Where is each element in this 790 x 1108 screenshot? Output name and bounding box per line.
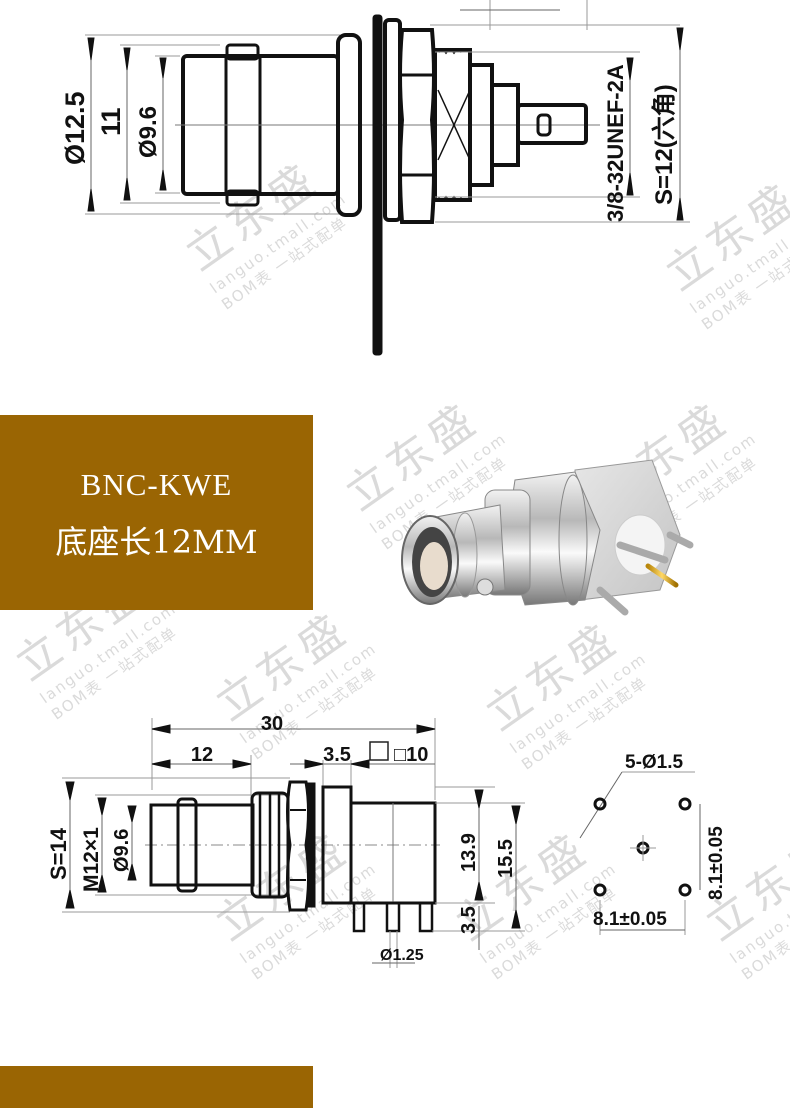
dim-thread-m12: M12×1 xyxy=(80,827,103,892)
next-section-banner xyxy=(0,1066,313,1108)
product-spec: 底座长12MM xyxy=(55,523,258,561)
footprint-holes: 5-Ø1.5 xyxy=(625,752,684,773)
pcb-footprint xyxy=(579,771,701,935)
dim-pin-dia: Ø1.25 xyxy=(380,947,424,964)
dim-front-length: 12 xyxy=(191,744,213,766)
dim-dia-9-6-bottom: Ø9.6 xyxy=(111,829,133,872)
dim-height-11: 11 xyxy=(96,107,126,136)
top-technical-drawing: Ø12.5 11 Ø9.6 3/8-32UNEF-2A S=12(六角) xyxy=(60,0,690,356)
dim-body-height: 13.9 xyxy=(458,833,480,872)
footprint-spacing-h: 8.1±0.05 xyxy=(593,909,667,930)
dim-square: □10 xyxy=(394,744,428,766)
dim-total-height: 15.5 xyxy=(495,839,517,878)
dim-hex: S=12(六角) xyxy=(650,84,678,205)
dim-dia-9-6: Ø9.6 xyxy=(135,106,162,158)
dim-pin-length: 3.5 xyxy=(458,906,480,934)
product-label-banner: BNC-KWE 底座长12MM xyxy=(0,415,313,610)
dim-overall-length: 30 xyxy=(261,713,283,735)
dim-thread: 3/8-32UNEF-2A xyxy=(603,64,628,222)
dim-dia-12-5: Ø12.5 xyxy=(60,91,90,165)
footprint-spacing-v: 8.1±0.05 xyxy=(706,826,727,900)
product-model: BNC-KWE xyxy=(80,467,233,502)
dim-hex-14: S=14 xyxy=(46,827,71,880)
dim-flange: 3.5 xyxy=(323,744,351,766)
